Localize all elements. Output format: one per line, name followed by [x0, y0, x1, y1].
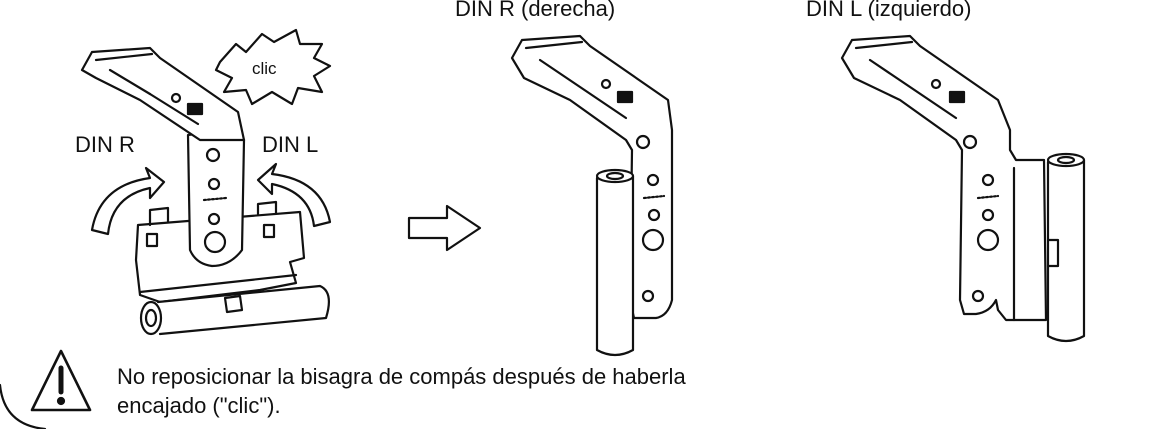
din-l-curved-arrow: [258, 164, 330, 226]
panel-frame-corner: [0, 385, 45, 429]
hinge-assembly-din-r: [512, 36, 672, 355]
label-din-l: DIN L: [262, 132, 319, 157]
label-clic: clic: [252, 59, 277, 78]
title-din-r-derecha: DIN R (derecha): [455, 0, 616, 21]
hinge-vertical-body: [188, 128, 244, 266]
din-r-curved-arrow: [92, 168, 164, 234]
warning-message: No reposicionar la bisagra de compás des…: [117, 362, 686, 420]
label-din-r: DIN R: [75, 132, 135, 157]
transition-arrow-icon: [409, 206, 480, 250]
hinge-assembly-before-click: [82, 30, 330, 334]
hinge-top-arm: [82, 48, 244, 140]
title-din-l-izquierdo: DIN L (izquierdo): [806, 0, 972, 21]
clic-burst: [216, 30, 330, 104]
warning-triangle-icon: [32, 351, 90, 410]
hinge-assembly-din-l: [842, 36, 1084, 341]
warning-line-2: encajado ("clic").: [117, 393, 281, 418]
warning-line-1: No reposicionar la bisagra de compás des…: [117, 364, 686, 389]
